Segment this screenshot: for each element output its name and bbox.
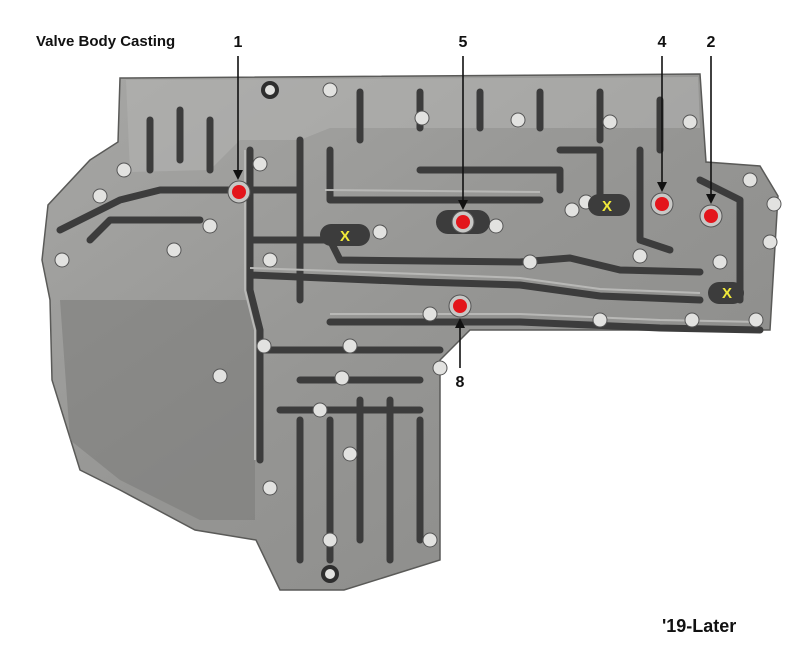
x-marker: X [340,228,350,245]
x-marker: X [722,285,732,302]
casting-lower-left [60,300,255,520]
check-ball-8 [453,299,467,313]
x-marker: X [602,198,612,215]
callout-arrows [233,56,716,368]
diagram-title: Valve Body Casting [36,33,176,50]
fluid-channels [56,88,764,564]
check-ball-1 [232,185,246,199]
casting-top-wall [126,77,700,172]
callout-label-8: 8 [456,374,465,391]
check-ball-4 [655,197,669,211]
year-label: '19-Later [662,616,737,636]
callout-label-2: 2 [707,34,716,51]
callout-label-5: 5 [459,34,468,51]
check-ball-dots [227,180,723,318]
check-ball-2 [704,209,718,223]
x-marker-pads [320,194,744,304]
callout-label-1: 1 [234,34,243,51]
check-ball-5 [456,215,470,229]
callout-label-4: 4 [658,34,667,51]
bolt-holes [54,81,782,583]
